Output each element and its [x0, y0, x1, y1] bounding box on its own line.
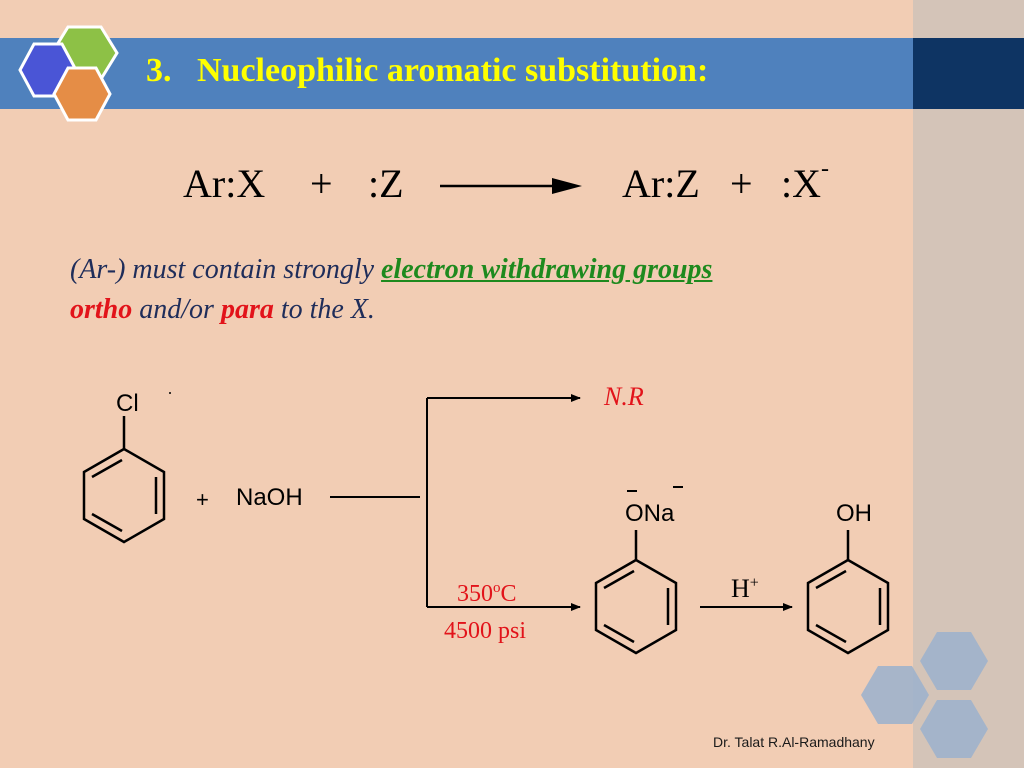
reactant-arx: Ar:X: [183, 161, 266, 206]
condition-paragraph: (Ar-) must contain strongly electron wit…: [70, 250, 890, 330]
equation-arrowhead: [552, 178, 582, 194]
phenoxide-ring: [594, 530, 678, 655]
ewg-highlight: electron withdrawing groups: [381, 254, 713, 285]
phenol-ring: [806, 530, 890, 655]
slide-title: 3. Nucleophilic aromatic substitution:: [146, 52, 709, 89]
hexagon-corner-2-icon: [861, 666, 929, 724]
hexagon-corner-3-icon: [920, 700, 988, 758]
phenol-label: OH: [836, 500, 872, 527]
condition-text-middle: and/or: [132, 294, 221, 325]
acid-h: H: [731, 574, 750, 603]
product-arz: Ar:Z: [622, 161, 700, 206]
dot-mark: [169, 392, 171, 394]
temperature-unit: C: [500, 581, 517, 607]
phenoxide-label: ONa: [625, 500, 675, 527]
product-x-label: :X: [781, 161, 821, 206]
chlorobenzene-ring: [82, 416, 166, 544]
equation-plus-2: +: [730, 161, 753, 206]
corner-hexagons: [861, 632, 988, 758]
condition-text-end: to the X.: [273, 294, 375, 325]
hexagon-corner-1-icon: [920, 632, 988, 690]
degree-symbol: o: [493, 580, 501, 596]
product-x-charge: -: [821, 156, 829, 182]
temperature-value: 350: [457, 581, 493, 607]
reactant-z: :Z: [368, 161, 404, 206]
para-highlight: para: [220, 294, 274, 325]
acid-label: H+: [731, 574, 759, 604]
acid-charge: +: [749, 574, 759, 592]
pressure-label: 4500 psi: [444, 618, 527, 644]
equation-plus-1: +: [310, 161, 333, 206]
product-x-ion: :X-: [781, 156, 829, 207]
author-footer: Dr. Talat R.Al-Ramadhany: [713, 734, 875, 750]
ortho-highlight: ortho: [70, 294, 133, 325]
naoh-label: NaOH: [236, 484, 303, 511]
reaction-plus: +: [196, 487, 209, 512]
logo-hexagons: [18, 25, 119, 122]
chlorine-label: Cl: [116, 390, 139, 417]
no-reaction-label: N.R: [604, 382, 644, 411]
hexagon-orange-icon: [52, 66, 112, 122]
title-bar: [0, 38, 913, 109]
temperature-label: 350oC: [457, 580, 517, 608]
condition-text-start: (Ar-) must contain strongly: [70, 254, 382, 285]
title-bar-accent: [913, 38, 1024, 109]
